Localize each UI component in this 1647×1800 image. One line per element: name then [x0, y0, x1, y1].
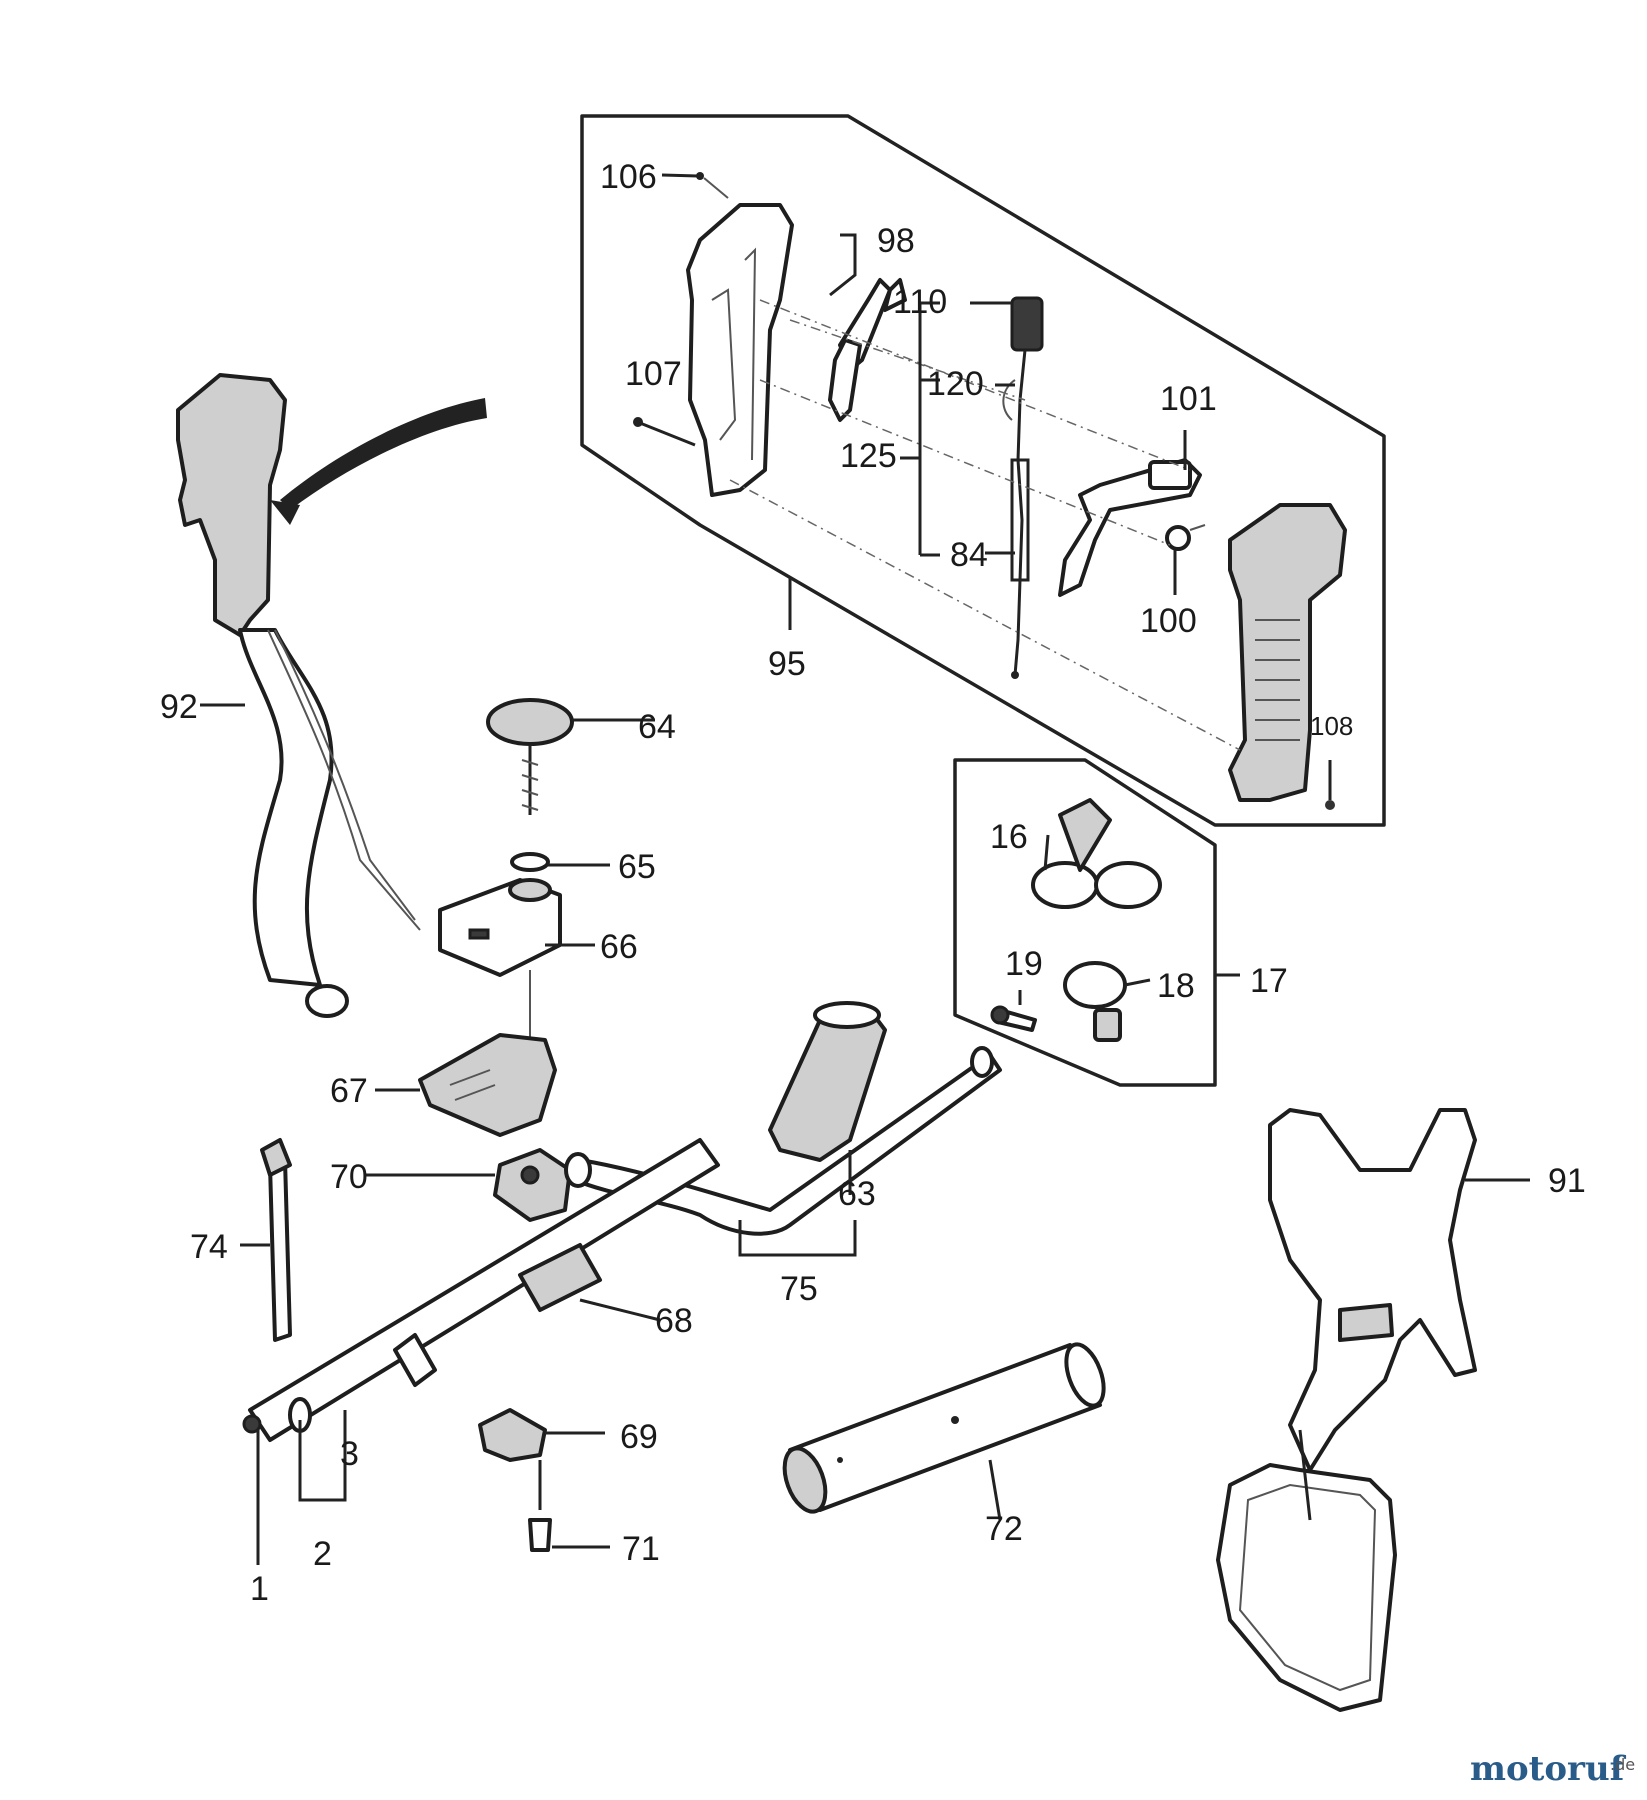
screw-106 [696, 172, 729, 199]
leader-lines [200, 173, 1530, 1549]
watermark-logo: motoruf [1470, 1749, 1627, 1789]
handle-housing-right [1228, 503, 1347, 810]
label-106: 106 [600, 158, 657, 196]
label-3: 3 [340, 1435, 359, 1473]
label-120: 120 [927, 365, 984, 403]
clamp-lower-67 [418, 1033, 557, 1137]
label-18: 18 [1157, 967, 1195, 1005]
clamp-16 [1031, 798, 1162, 909]
label-1: 1 [250, 1570, 269, 1608]
label-108: 108 [1310, 711, 1353, 741]
label-69: 69 [620, 1418, 658, 1456]
loop-handle-92 [176, 373, 421, 1018]
harness-91 [1216, 1108, 1477, 1712]
assembly-box-95 [580, 114, 1386, 827]
clamp-18 [1063, 961, 1127, 1042]
label-19: 19 [1005, 945, 1043, 983]
label-72: 72 [985, 1510, 1023, 1548]
guide-lines [729, 299, 1241, 751]
watermark-suffix: .de [1610, 1755, 1635, 1774]
screw-71 [528, 1460, 552, 1552]
label-71: 71 [622, 1530, 660, 1568]
grip-63 [768, 1001, 887, 1162]
clamp-upper-66 [438, 878, 562, 977]
label-100: 100 [1140, 602, 1197, 640]
cable-tie-74 [260, 1138, 292, 1342]
label-101: 101 [1160, 380, 1217, 418]
throttle-trigger-101 [1058, 458, 1202, 597]
label-67: 67 [330, 1072, 368, 1110]
label-91: 91 [1548, 1162, 1586, 1200]
label-70: 70 [330, 1158, 368, 1196]
label-92: 92 [160, 688, 198, 726]
drive-shaft-68 [242, 1138, 720, 1442]
label-75: 75 [780, 1270, 818, 1308]
bracket-2 [298, 1410, 347, 1502]
shaft-tube-72 [782, 1342, 1106, 1514]
label-66: 66 [600, 928, 638, 966]
label-65: 65 [618, 848, 656, 886]
spring-100 [1165, 524, 1206, 551]
label-110: 110 [893, 283, 947, 321]
knob-64 [486, 698, 574, 815]
label-64: 64 [638, 708, 676, 746]
label-68: 68 [655, 1302, 693, 1340]
label-84: 84 [950, 536, 988, 574]
label-98: 98 [877, 222, 915, 260]
label-107: 107 [625, 355, 682, 393]
washer-65 [510, 852, 550, 872]
arrow-head-icon [270, 500, 300, 525]
label-125: 125 [840, 437, 897, 475]
handle-housing-left [686, 203, 794, 497]
bracket-75 [738, 1220, 857, 1257]
label-16: 16 [990, 818, 1028, 856]
bolt-19 [990, 1005, 1037, 1032]
bracket-69 [478, 1408, 547, 1462]
screw-107 [633, 417, 696, 447]
throttle-cable-84 [1002, 349, 1030, 679]
stop-switch-110 [1010, 296, 1044, 352]
label-17: 17 [1250, 962, 1288, 1000]
throttle-lock-98 [828, 278, 907, 422]
assembly-box-17 [953, 758, 1217, 1087]
label-63: 63 [838, 1175, 876, 1213]
label-74: 74 [190, 1228, 228, 1266]
label-95: 95 [768, 645, 806, 683]
clamp-70 [493, 1148, 572, 1222]
arrow-icon [280, 398, 487, 510]
label-2: 2 [313, 1535, 332, 1573]
bracket-125 [900, 301, 940, 557]
